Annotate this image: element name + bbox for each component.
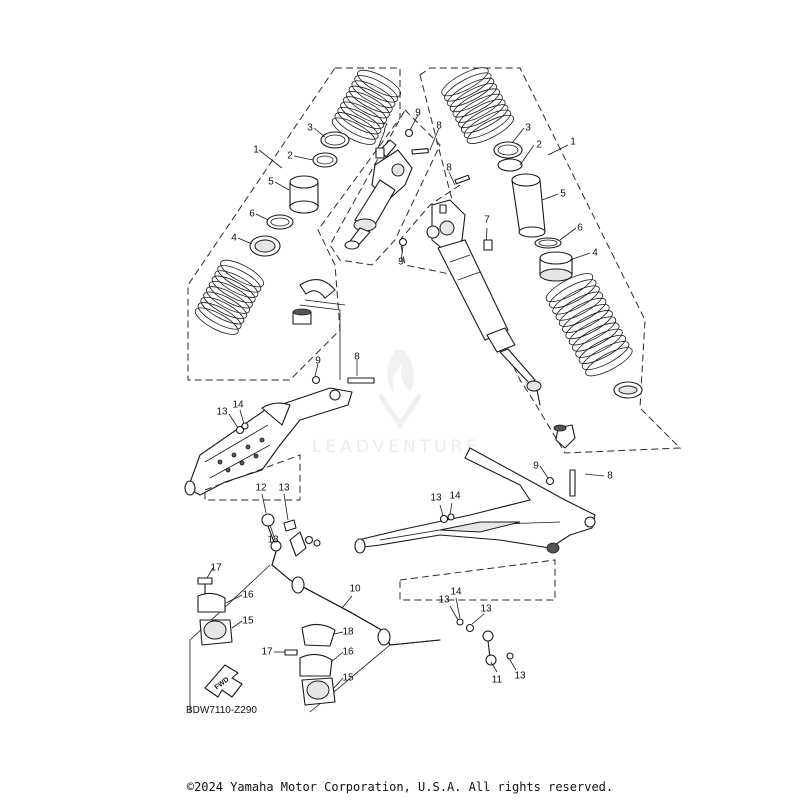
callout-18: 18: [342, 627, 354, 638]
left-group-callouts: 1 2 3 4 5 6 7 8 9: [231, 108, 442, 245]
callout-9-right: 9: [398, 257, 404, 268]
right-swing-arm: [354, 447, 596, 601]
watermark-text: LEADVENTURE: [312, 437, 481, 457]
watermark-logo: LEADVENTURE: [312, 350, 481, 457]
right-arm-callouts: 9 8 13 14: [430, 461, 613, 524]
callout-2-left: 2: [287, 151, 293, 162]
callout-9-left: 9: [415, 108, 421, 119]
callout-13-e: 13: [438, 595, 450, 606]
callout-16-left: 16: [242, 590, 254, 601]
callout-8-right-arm: 8: [607, 471, 613, 482]
left-swing-arm: [184, 387, 353, 501]
right-shock-absorber: [426, 174, 542, 406]
right-lower-mount: [553, 424, 576, 449]
callout-2-right: 2: [536, 140, 542, 151]
callout-9-left-arm: 9: [315, 356, 321, 367]
copyright-notice: ©2024 Yamaha Motor Corporation, U.S.A. A…: [186, 780, 614, 794]
left-spring-parts: [249, 131, 350, 257]
callout-15-left: 15: [242, 616, 254, 627]
left-shock-group-outline: [187, 67, 441, 381]
right-spring-parts: [493, 141, 643, 399]
callout-8-right: 8: [446, 163, 452, 174]
stabilizer-link-right: [456, 618, 514, 666]
callout-14-stabilizer: 14: [450, 587, 462, 598]
callout-5-right: 5: [560, 189, 566, 200]
figure-code: BDW7110-Z290: [186, 705, 257, 716]
callout-13-left-arm: 13: [216, 407, 228, 418]
left-arm-callouts: 9 8 13 14: [216, 352, 375, 435]
callout-7-right: 7: [484, 215, 490, 226]
callout-5-left: 5: [268, 177, 274, 188]
callout-13-right-arm: 13: [430, 493, 442, 504]
fwd-arrow-icon: FWD: [204, 664, 243, 698]
callout-8-left-arm: 8: [354, 352, 360, 363]
callout-4-left: 4: [231, 233, 237, 244]
callout-13-c: 13: [480, 604, 492, 615]
clamp-assembly-left: [197, 577, 233, 646]
callout-16-right: 16: [342, 647, 354, 658]
left-lower-mount: [292, 279, 346, 380]
clamp-assembly-right: [284, 623, 336, 706]
stabilizer-callouts: 10 11 12 13 13 13 14 15 15 16 16 17 17 1…: [206, 483, 526, 689]
stabilizer-bar: [189, 544, 441, 713]
callout-6-left: 6: [249, 209, 255, 220]
callout-13-b: 13: [267, 535, 279, 546]
callout-4-right: 4: [592, 248, 598, 259]
stabilizer-link-left: [261, 513, 321, 557]
callout-14-right-arm: 14: [449, 491, 461, 502]
callout-10: 10: [349, 584, 361, 595]
callout-1-left: 1: [253, 145, 259, 156]
callout-13-a: 13: [278, 483, 290, 494]
left-spring-lower: [194, 259, 265, 335]
callout-1-right: 1: [570, 137, 576, 148]
callout-17-right: 17: [261, 647, 273, 658]
callout-3-right: 3: [525, 123, 531, 134]
callout-12: 12: [255, 483, 267, 494]
callout-7-left: 7: [382, 123, 388, 134]
right-spring-upper: [441, 67, 514, 144]
callout-17-left: 17: [210, 563, 222, 574]
callout-13-d: 13: [514, 671, 526, 682]
callout-8-left: 8: [436, 121, 442, 132]
callout-11: 11: [492, 675, 503, 686]
left-shock-absorber: [344, 139, 429, 250]
callout-14-left-arm: 14: [232, 400, 244, 411]
callout-6-right: 6: [577, 223, 583, 234]
callout-9-right-arm: 9: [533, 461, 539, 472]
right-group-callouts: 1 2 3 4 5 6 7 8 9: [398, 123, 598, 268]
left-spring-upper: [331, 69, 402, 145]
callout-3-left: 3: [307, 123, 313, 134]
right-spring-lower: [545, 273, 633, 377]
callout-15-right: 15: [342, 673, 354, 684]
